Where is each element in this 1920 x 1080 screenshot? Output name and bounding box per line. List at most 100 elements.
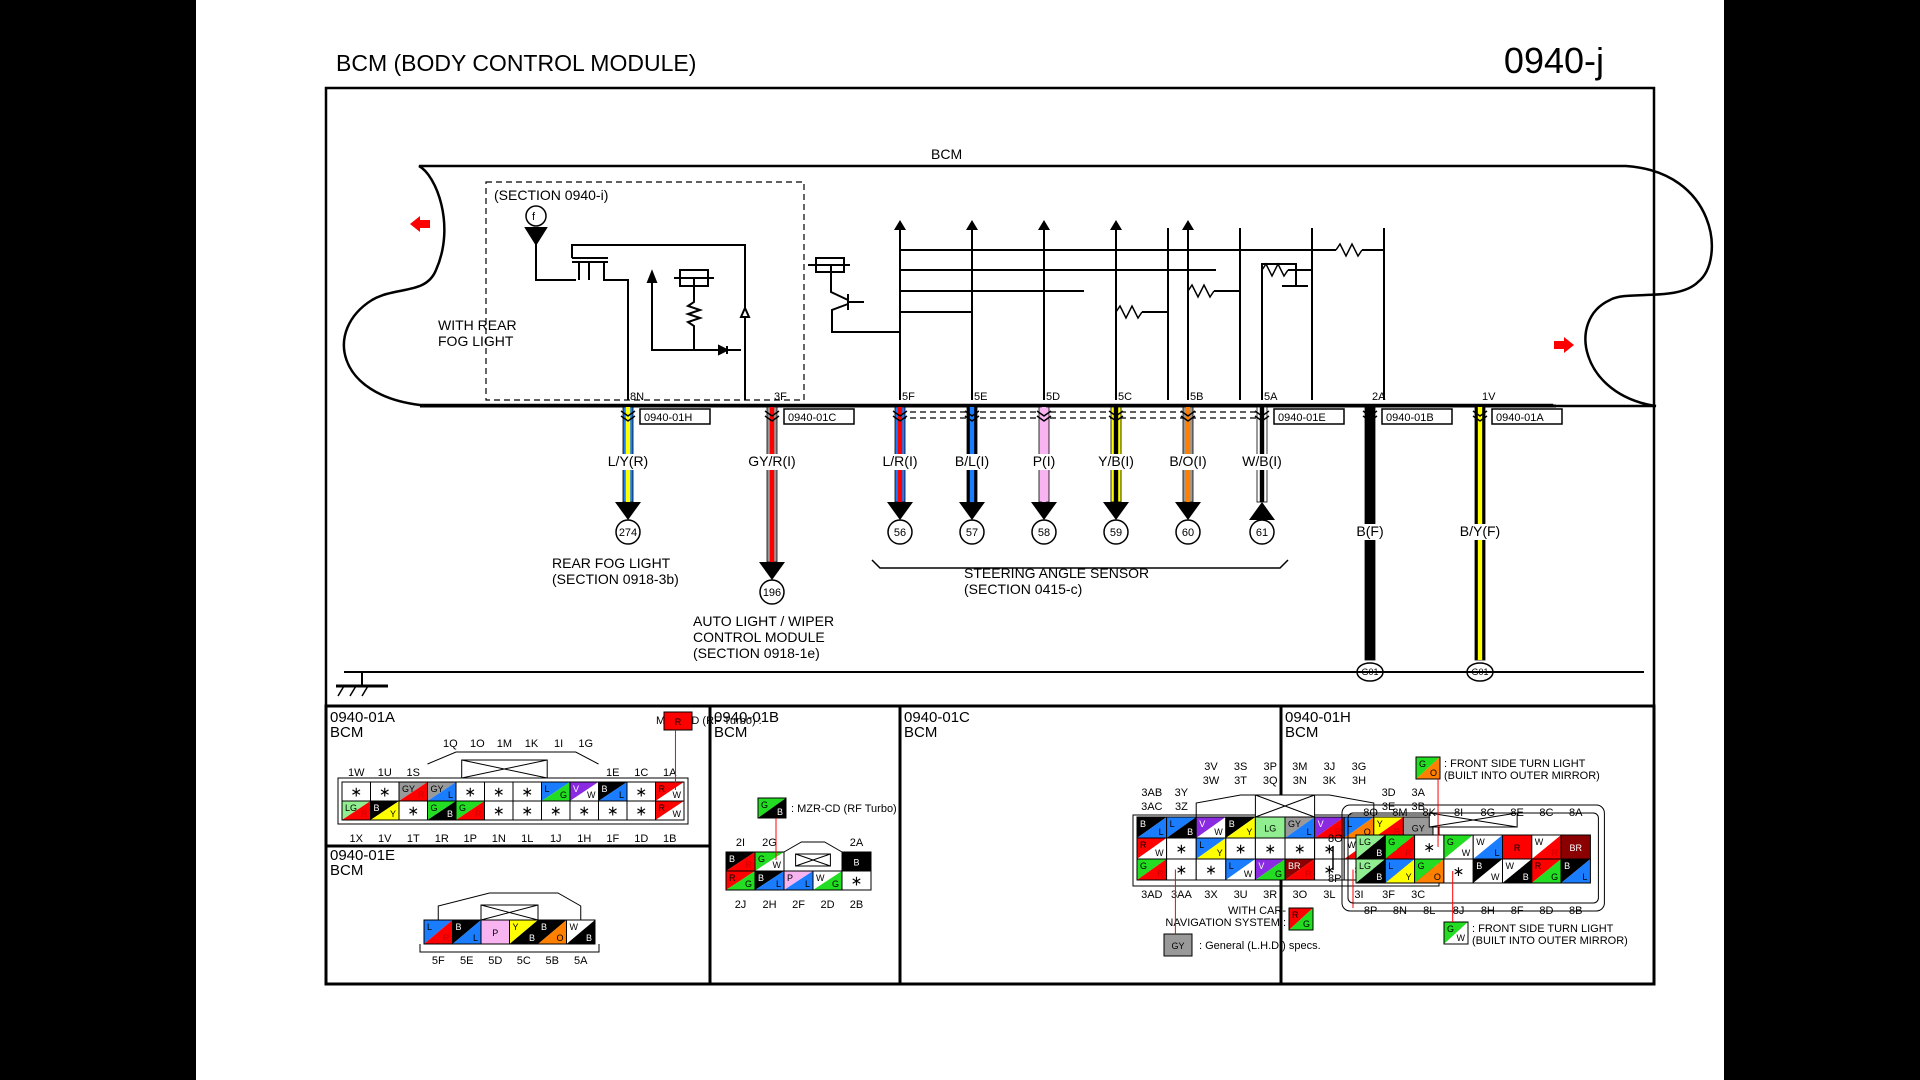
- destination-circle: [1031, 519, 1057, 545]
- wire-label-bg: [1457, 524, 1503, 540]
- connector-cavity: BL: [452, 919, 482, 945]
- cavity-color-code: W: [587, 790, 596, 800]
- unused-cavity-icon: ∗: [578, 803, 590, 819]
- connector-cavity: ∗: [370, 781, 400, 802]
- pin-number: 3A: [1411, 787, 1425, 799]
- connector-cavity: WL: [1472, 834, 1503, 860]
- cavity-color-code: R: [675, 717, 682, 727]
- unused-cavity-icon: ∗: [1235, 841, 1247, 857]
- connector-chevron-icon: [620, 415, 636, 422]
- connector-cavity: P: [480, 919, 510, 945]
- connector-ref-box: [639, 408, 711, 425]
- cavity-color-code: Y: [390, 809, 396, 819]
- section-ref-symbol: f: [532, 211, 536, 223]
- pin-number: 3H: [1352, 775, 1366, 787]
- pin-number: 1E: [606, 767, 619, 779]
- destination-number: 61: [1256, 527, 1268, 539]
- cavity-color-code: L: [1159, 827, 1164, 837]
- arrow-down-icon: [1175, 502, 1201, 520]
- nav-note: NAVIGATION SYSTEM :: [1165, 917, 1286, 929]
- wire-label: L/R(I): [883, 453, 918, 469]
- cavity-color-code: L: [1307, 827, 1312, 837]
- arrow-left-icon: [410, 216, 430, 232]
- connector-cavity: GW: [1443, 921, 1469, 945]
- pin-number: 3U: [1234, 889, 1248, 901]
- cavity-color-code: Y: [1406, 872, 1412, 882]
- unused-cavity-icon: ∗: [1294, 841, 1306, 857]
- pin-number: 1S: [407, 767, 420, 779]
- connector-cavity: RG: [725, 870, 756, 891]
- internal-circuit: [524, 227, 1308, 400]
- wire-label: W/B(I): [1242, 453, 1282, 469]
- cavity-color-code: R: [1552, 848, 1559, 858]
- cavity-color-code: G: [1275, 869, 1282, 879]
- wire-label: L/Y(R): [608, 453, 648, 469]
- pin-number: 3J: [1324, 761, 1336, 773]
- cavity-color-code: L: [473, 933, 478, 943]
- connector-name: BCM: [714, 724, 747, 741]
- connector-cavity: ∗: [1225, 837, 1256, 860]
- connector-chevron-icon: [1254, 415, 1270, 422]
- cavity-color-code: B: [1187, 827, 1193, 837]
- pin-number: 3T: [1234, 775, 1247, 787]
- cavity-color-code: W: [1462, 848, 1471, 858]
- page-code: 0940-j: [1503, 40, 1604, 81]
- pin-number: 3O: [1292, 889, 1307, 901]
- cavity-color-code: GY: [402, 784, 415, 794]
- connector-cavity: BL: [754, 870, 785, 891]
- wire-label-bg: [1355, 524, 1385, 540]
- connector-cavity: BR: [725, 851, 756, 872]
- cavity-color-code: L: [1347, 819, 1352, 829]
- cavity-color-code: W: [1214, 827, 1223, 837]
- wire-label-bg: [949, 454, 995, 470]
- connector-housing: [1341, 804, 1605, 912]
- arrow-down-icon: [887, 502, 913, 520]
- cavity-color-code: Y: [513, 922, 519, 932]
- connector-cavity: GR: [1384, 834, 1416, 860]
- wire-stripe: [769, 407, 775, 562]
- unused-cavity-icon: ∗: [493, 784, 505, 800]
- connector-cavity: ∗: [841, 870, 872, 891]
- cavity-color-code: B: [1229, 819, 1235, 829]
- connector-cavity: ∗: [455, 781, 485, 802]
- pin-number: 8L: [1423, 905, 1435, 917]
- connector-cavity: LY: [1195, 837, 1227, 860]
- connector-cavity: GYL: [427, 781, 457, 802]
- terminal-5C: 5CY/B(I)59: [1093, 391, 1139, 545]
- connector-cavity: BY: [370, 800, 400, 821]
- destination-number: 57: [966, 527, 978, 539]
- connector-cavity: ∗: [484, 781, 514, 802]
- connector-cavity: VG: [1254, 858, 1286, 881]
- connector-cavity: GB: [427, 800, 457, 821]
- pin-number: 1K: [525, 738, 539, 750]
- connector-chevron-icon: [964, 415, 980, 422]
- cavity-color-code: R: [1140, 840, 1147, 850]
- cavity-color-code: G: [745, 879, 752, 889]
- pin-number: 1O: [470, 738, 485, 750]
- connector-cavity: BL: [598, 781, 628, 802]
- pin-number: 2F: [792, 899, 805, 911]
- cavity-color-code: B: [1140, 819, 1146, 829]
- connector-cavity: ∗: [484, 800, 514, 821]
- pin-number: 1L: [521, 833, 533, 845]
- pin-number: 1B: [663, 833, 676, 845]
- pin-number: 3AD: [1141, 889, 1162, 901]
- cavity-color-code: W: [673, 790, 682, 800]
- connector-cavity: RW: [655, 781, 685, 802]
- connector-cavity: LG: [541, 781, 571, 802]
- wire-label: P(I): [1033, 453, 1056, 469]
- pin-number: 3AB: [1141, 787, 1162, 799]
- pin-label: 5E: [974, 391, 987, 403]
- connector-cavity: GY: [1163, 933, 1193, 957]
- pin-number: 3D: [1382, 787, 1396, 799]
- cavity-color-code: B: [758, 873, 764, 883]
- cavity-color-code: BR: [1569, 843, 1582, 853]
- connector-cavity: ∗: [626, 800, 656, 821]
- pin-label: 2A: [1372, 391, 1386, 403]
- wire-label-bg: [1165, 454, 1211, 470]
- cavity-color-code: G: [1419, 759, 1426, 769]
- connector-chevron-icon: [1254, 410, 1270, 417]
- unused-cavity-icon: ∗: [521, 784, 533, 800]
